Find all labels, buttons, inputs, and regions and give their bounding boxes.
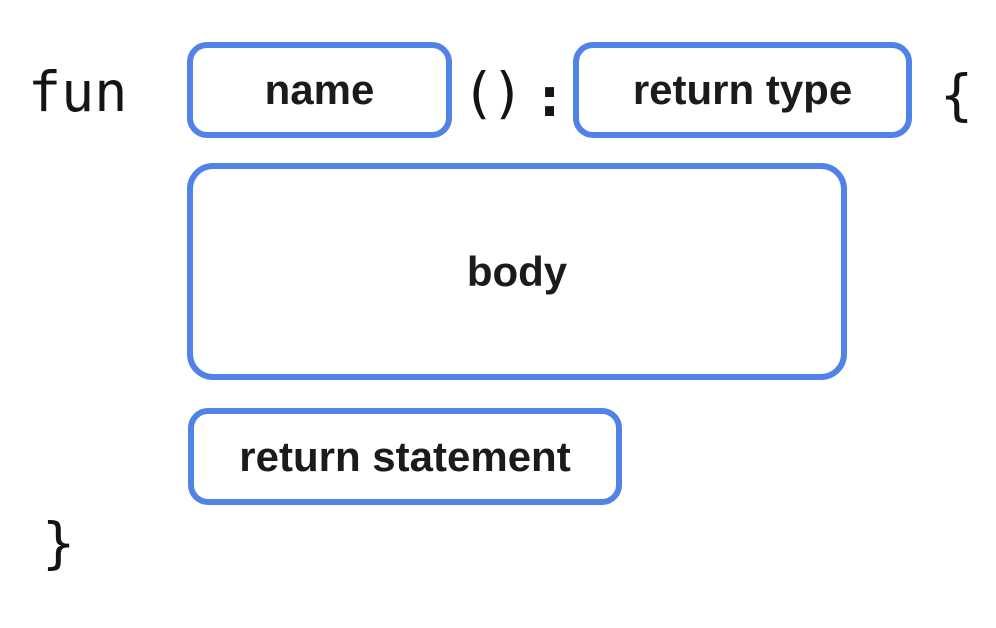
name-slot-label: name <box>264 66 375 113</box>
keyword-fun: fun <box>28 60 128 124</box>
open-brace: { <box>940 63 974 127</box>
return-statement-slot: return statement <box>188 408 622 505</box>
close-brace: } <box>42 511 76 575</box>
close-paren: ) <box>491 61 525 125</box>
name-slot: name <box>187 42 452 138</box>
colon: : <box>533 65 567 129</box>
body-slot: body <box>187 163 847 380</box>
return-statement-slot-label: return statement <box>239 432 571 480</box>
return-type-slot: return type <box>573 42 912 138</box>
return-type-slot-label: return type <box>632 66 853 113</box>
open-paren: ( <box>462 61 496 125</box>
body-slot-label: body <box>466 247 568 295</box>
